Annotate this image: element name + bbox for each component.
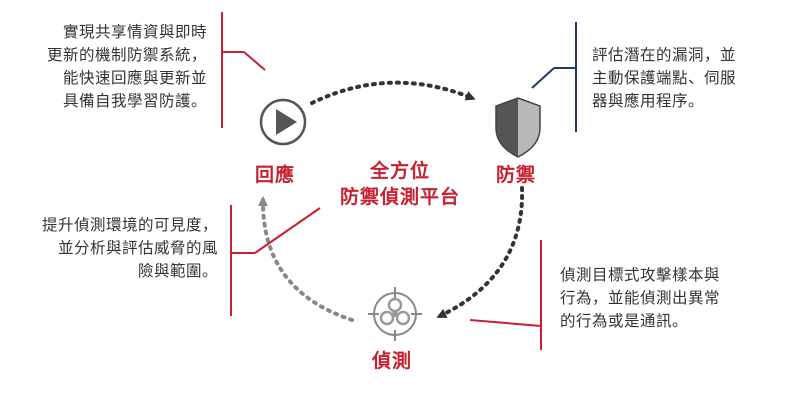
note-line: 險與範圍。 [137, 262, 218, 280]
note-line: 能快速回應與更新並 [62, 69, 207, 87]
note-visibility: 提升偵測環境的可見度， 並分析與評估威脅的風 險與範圍。 [42, 214, 218, 283]
note-line: 主動保護端點、伺服 [592, 69, 737, 87]
center-title: 全方位 防禦偵測平台 [330, 158, 470, 210]
callout-respond [221, 12, 266, 128]
note-line: 偵測目標式攻擊樣本與 [560, 266, 721, 284]
arc-respond-to-defend [310, 80, 476, 105]
note-line: 更新的機制防禦系統， [46, 46, 207, 64]
note-defend: 評估潛在的漏洞，並 主動保護端點、伺服 器與應用程序。 [592, 44, 736, 113]
note-line: 行為，並能偵測出異常 [560, 289, 721, 307]
note-respond: 實現共享情資與即時 更新的機制防禦系統， 能快速回應與更新並 具備自我學習防護。 [47, 21, 207, 113]
note-line: 提升偵測環境的可見度， [41, 216, 218, 234]
shield-icon [495, 97, 541, 158]
note-detect: 偵測目標式攻擊樣本與 行為，並能偵測出異常 的行為或是通訊。 [560, 264, 720, 333]
note-line: 實現共享情資與即時 [62, 23, 207, 41]
callout-detect [469, 240, 542, 350]
respond-label: 回應 [255, 164, 296, 186]
defend-label: 防禦 [496, 164, 537, 186]
note-line: 評估潛在的漏洞，並 [592, 46, 737, 64]
play-icon [259, 98, 307, 146]
callout-visibility [230, 205, 321, 316]
arc-defend-to-detect [436, 186, 525, 318]
note-line: 具備自我學習防護。 [62, 92, 207, 110]
note-line: 並分析與評估威脅的風 [57, 239, 218, 257]
note-line: 的行為或是通訊。 [560, 312, 689, 330]
detect-label: 偵測 [372, 350, 413, 372]
biohazard-target-icon [368, 287, 422, 341]
arc-detect-to-respond [257, 196, 354, 322]
center-title-line2: 防禦偵測平台 [339, 186, 460, 208]
note-line: 器與應用程序。 [592, 92, 705, 110]
callout-defend [531, 22, 577, 132]
center-title-line1: 全方位 [369, 160, 430, 182]
